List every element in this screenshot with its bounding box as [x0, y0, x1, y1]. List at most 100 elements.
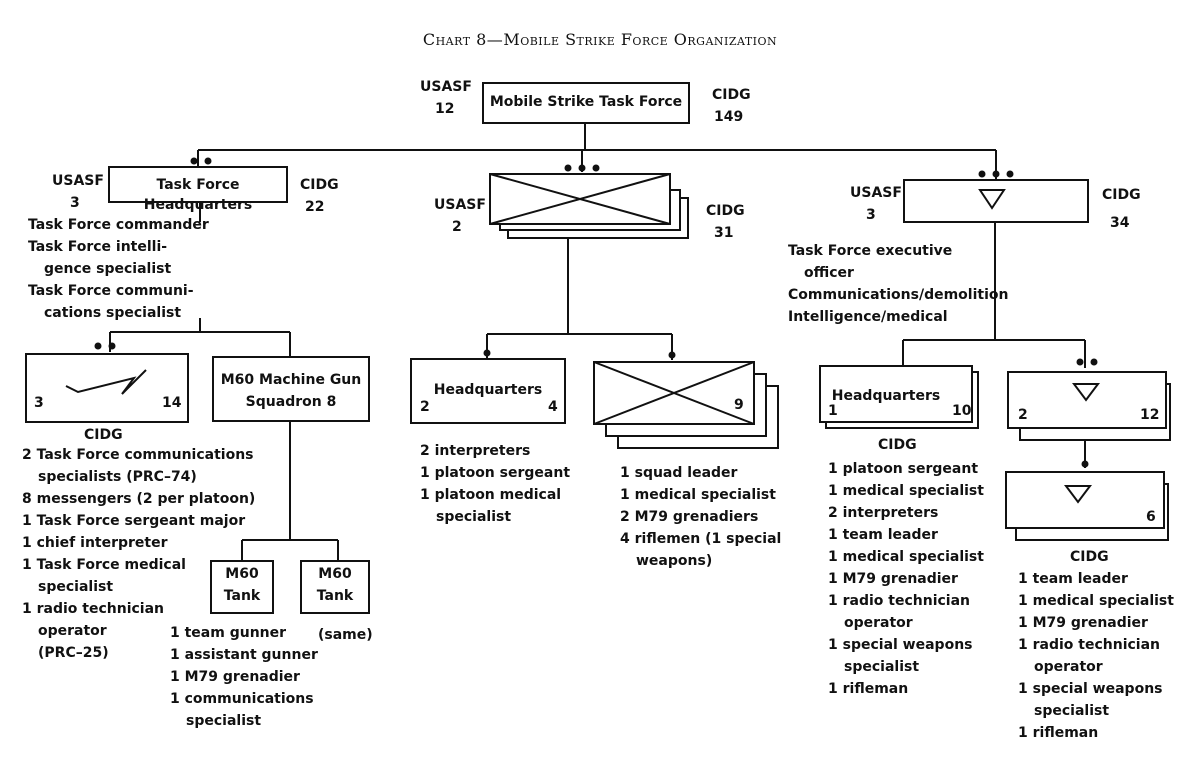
list-item: 1 chief interpreter	[22, 535, 168, 551]
company-cidg-label: CIDG	[706, 203, 745, 219]
chart-title-main: Mobile Strike Force Organization	[503, 30, 778, 49]
list-item: weapons)	[636, 553, 713, 569]
task-force-hq-label: Task Force Headquarters	[143, 177, 253, 213]
list-item: specialist	[436, 509, 512, 525]
list-item: 1 platoon sergeant	[420, 465, 571, 481]
company-cidg-count: 31	[714, 225, 734, 241]
list-item: 1 radio technician	[1018, 637, 1161, 653]
list-item: 1 medical specialist	[1018, 593, 1174, 609]
chart-title-prefix: Chart 8—	[422, 30, 504, 49]
recon-hq-right-count: 10	[952, 403, 972, 419]
list-item: operator	[844, 615, 913, 631]
tank1-label-b: Tank	[223, 588, 261, 604]
company-hq-box	[410, 358, 566, 424]
top-cidg-label: CIDG	[712, 87, 751, 103]
list-item: (PRC–25)	[38, 645, 109, 661]
top-cidg-count: 149	[714, 109, 744, 125]
top-usasf-count: 12	[435, 101, 455, 117]
platoon-duties-list: 1 squad leader 1 medical specialist 2 M7…	[620, 462, 781, 572]
list-item: 1 special weapons	[828, 637, 973, 653]
tank1-label-a: M60	[225, 566, 259, 582]
list-item: Task Force intelli-	[28, 239, 168, 255]
list-item: specialist	[844, 659, 920, 675]
mobile-strike-task-force-box	[482, 82, 690, 124]
company-hq-left-count: 2	[420, 399, 430, 415]
top-usasf-label: USASF	[420, 79, 472, 95]
platoon-symbol	[593, 361, 779, 449]
list-item: 1 squad leader	[620, 465, 738, 481]
hq-duties-list: Task Force commander Task Force intelli-…	[28, 214, 209, 324]
company-usasf-label: USASF	[434, 197, 486, 213]
company-hq-duties-list: 2 interpreters 1 platoon sergeant 1 plat…	[420, 440, 570, 528]
hq-cidg-label: CIDG	[300, 177, 339, 193]
list-item: 2 Task Force communications	[22, 447, 254, 463]
company-hq-right-count: 4	[548, 399, 558, 415]
platoon-right-count: 9	[734, 397, 744, 413]
unit-size-dots	[94, 157, 1098, 468]
recon-company-symbol	[903, 179, 1089, 223]
hq-usasf-label: USASF	[52, 173, 104, 189]
task-force-hq-box	[108, 166, 288, 203]
tank-duties-list: 1 team gunner 1 assistant gunner 1 M79 g…	[170, 622, 318, 732]
top-box-label: Mobile Strike Task Force	[489, 94, 683, 110]
comm-cidg-label: CIDG	[84, 427, 123, 443]
list-item: specialist	[186, 713, 262, 729]
list-item: operator	[38, 623, 107, 639]
company-symbol	[489, 173, 689, 239]
list-item: 1 platoon medical	[420, 487, 562, 503]
list-item: 1 team leader	[1018, 571, 1128, 587]
list-item: 1 team leader	[828, 527, 938, 543]
m60-tank-box-1	[210, 560, 274, 614]
recon-squad-right-count: 6	[1146, 509, 1156, 525]
recon-platoon-symbol	[1007, 371, 1171, 441]
m60-tank-box-2	[300, 560, 370, 614]
list-item: Communications/demolition	[788, 287, 1009, 303]
list-item: cations specialist	[44, 305, 182, 321]
recon-usasf-label: USASF	[850, 185, 902, 201]
list-item: 1 special weapons	[1018, 681, 1163, 697]
mg-label-2: Squadron 8	[245, 394, 337, 410]
recon-squad-duties-list: 1 team leader 1 medical specialist 1 M79…	[1018, 568, 1174, 744]
list-item: 1 Task Force medical	[22, 557, 186, 573]
list-item: gence specialist	[44, 261, 172, 277]
recon-platoon-left-count: 2	[1018, 407, 1028, 423]
recon-usasf-count: 3	[866, 207, 876, 223]
list-item: specialists (PRC–74)	[38, 469, 197, 485]
comm-right-count: 14	[162, 395, 182, 411]
hq-cidg-count: 22	[305, 199, 325, 215]
recon-hq-duties-list: 1 platoon sergeant 1 medical specialist …	[828, 458, 984, 700]
recon-platoon-right-count: 12	[1140, 407, 1160, 423]
list-item: 1 Task Force sergeant major	[22, 513, 246, 529]
comm-left-count: 3	[34, 395, 44, 411]
recon-squad-cidg-label: CIDG	[1070, 549, 1109, 565]
list-item: 1 radio technician	[828, 593, 971, 609]
tank2-same-note: (same)	[318, 627, 373, 643]
list-item: 1 radio technician	[22, 601, 165, 617]
list-item: 1 communications	[170, 691, 314, 707]
list-item: 1 rifleman	[828, 681, 909, 697]
list-item: 1 M79 grenadier	[828, 571, 958, 587]
company-usasf-count: 2	[452, 219, 462, 235]
list-item: Task Force executive	[788, 243, 953, 259]
list-item: 1 M79 grenadier	[1018, 615, 1148, 631]
recon-hq-cidg-label: CIDG	[878, 437, 917, 453]
recon-cidg-label: CIDG	[1102, 187, 1141, 203]
list-item: specialist	[1034, 703, 1110, 719]
comm-duties-list: 2 Task Force communications specialists …	[22, 444, 255, 664]
list-item: Task Force communi-	[28, 283, 194, 299]
list-item: 1 assistant gunner	[170, 647, 318, 663]
list-item: Intelligence/medical	[788, 309, 948, 325]
list-item: 2 interpreters	[828, 505, 939, 521]
list-item: specialist	[38, 579, 114, 595]
tank2-label-b: Tank	[316, 588, 354, 604]
list-item: 8 messengers (2 per platoon)	[22, 491, 256, 507]
list-item: 1 medical specialist	[828, 549, 984, 565]
list-item: officer	[804, 265, 854, 281]
chart-title: Chart 8—Mobile Strike Force Organization	[0, 30, 1200, 49]
list-item: Task Force commander	[28, 217, 209, 233]
recon-cidg-count: 34	[1110, 215, 1130, 231]
list-item: 2 interpreters	[420, 443, 531, 459]
hq-usasf-count: 3	[70, 195, 80, 211]
list-item: 1 medical specialist	[828, 483, 984, 499]
